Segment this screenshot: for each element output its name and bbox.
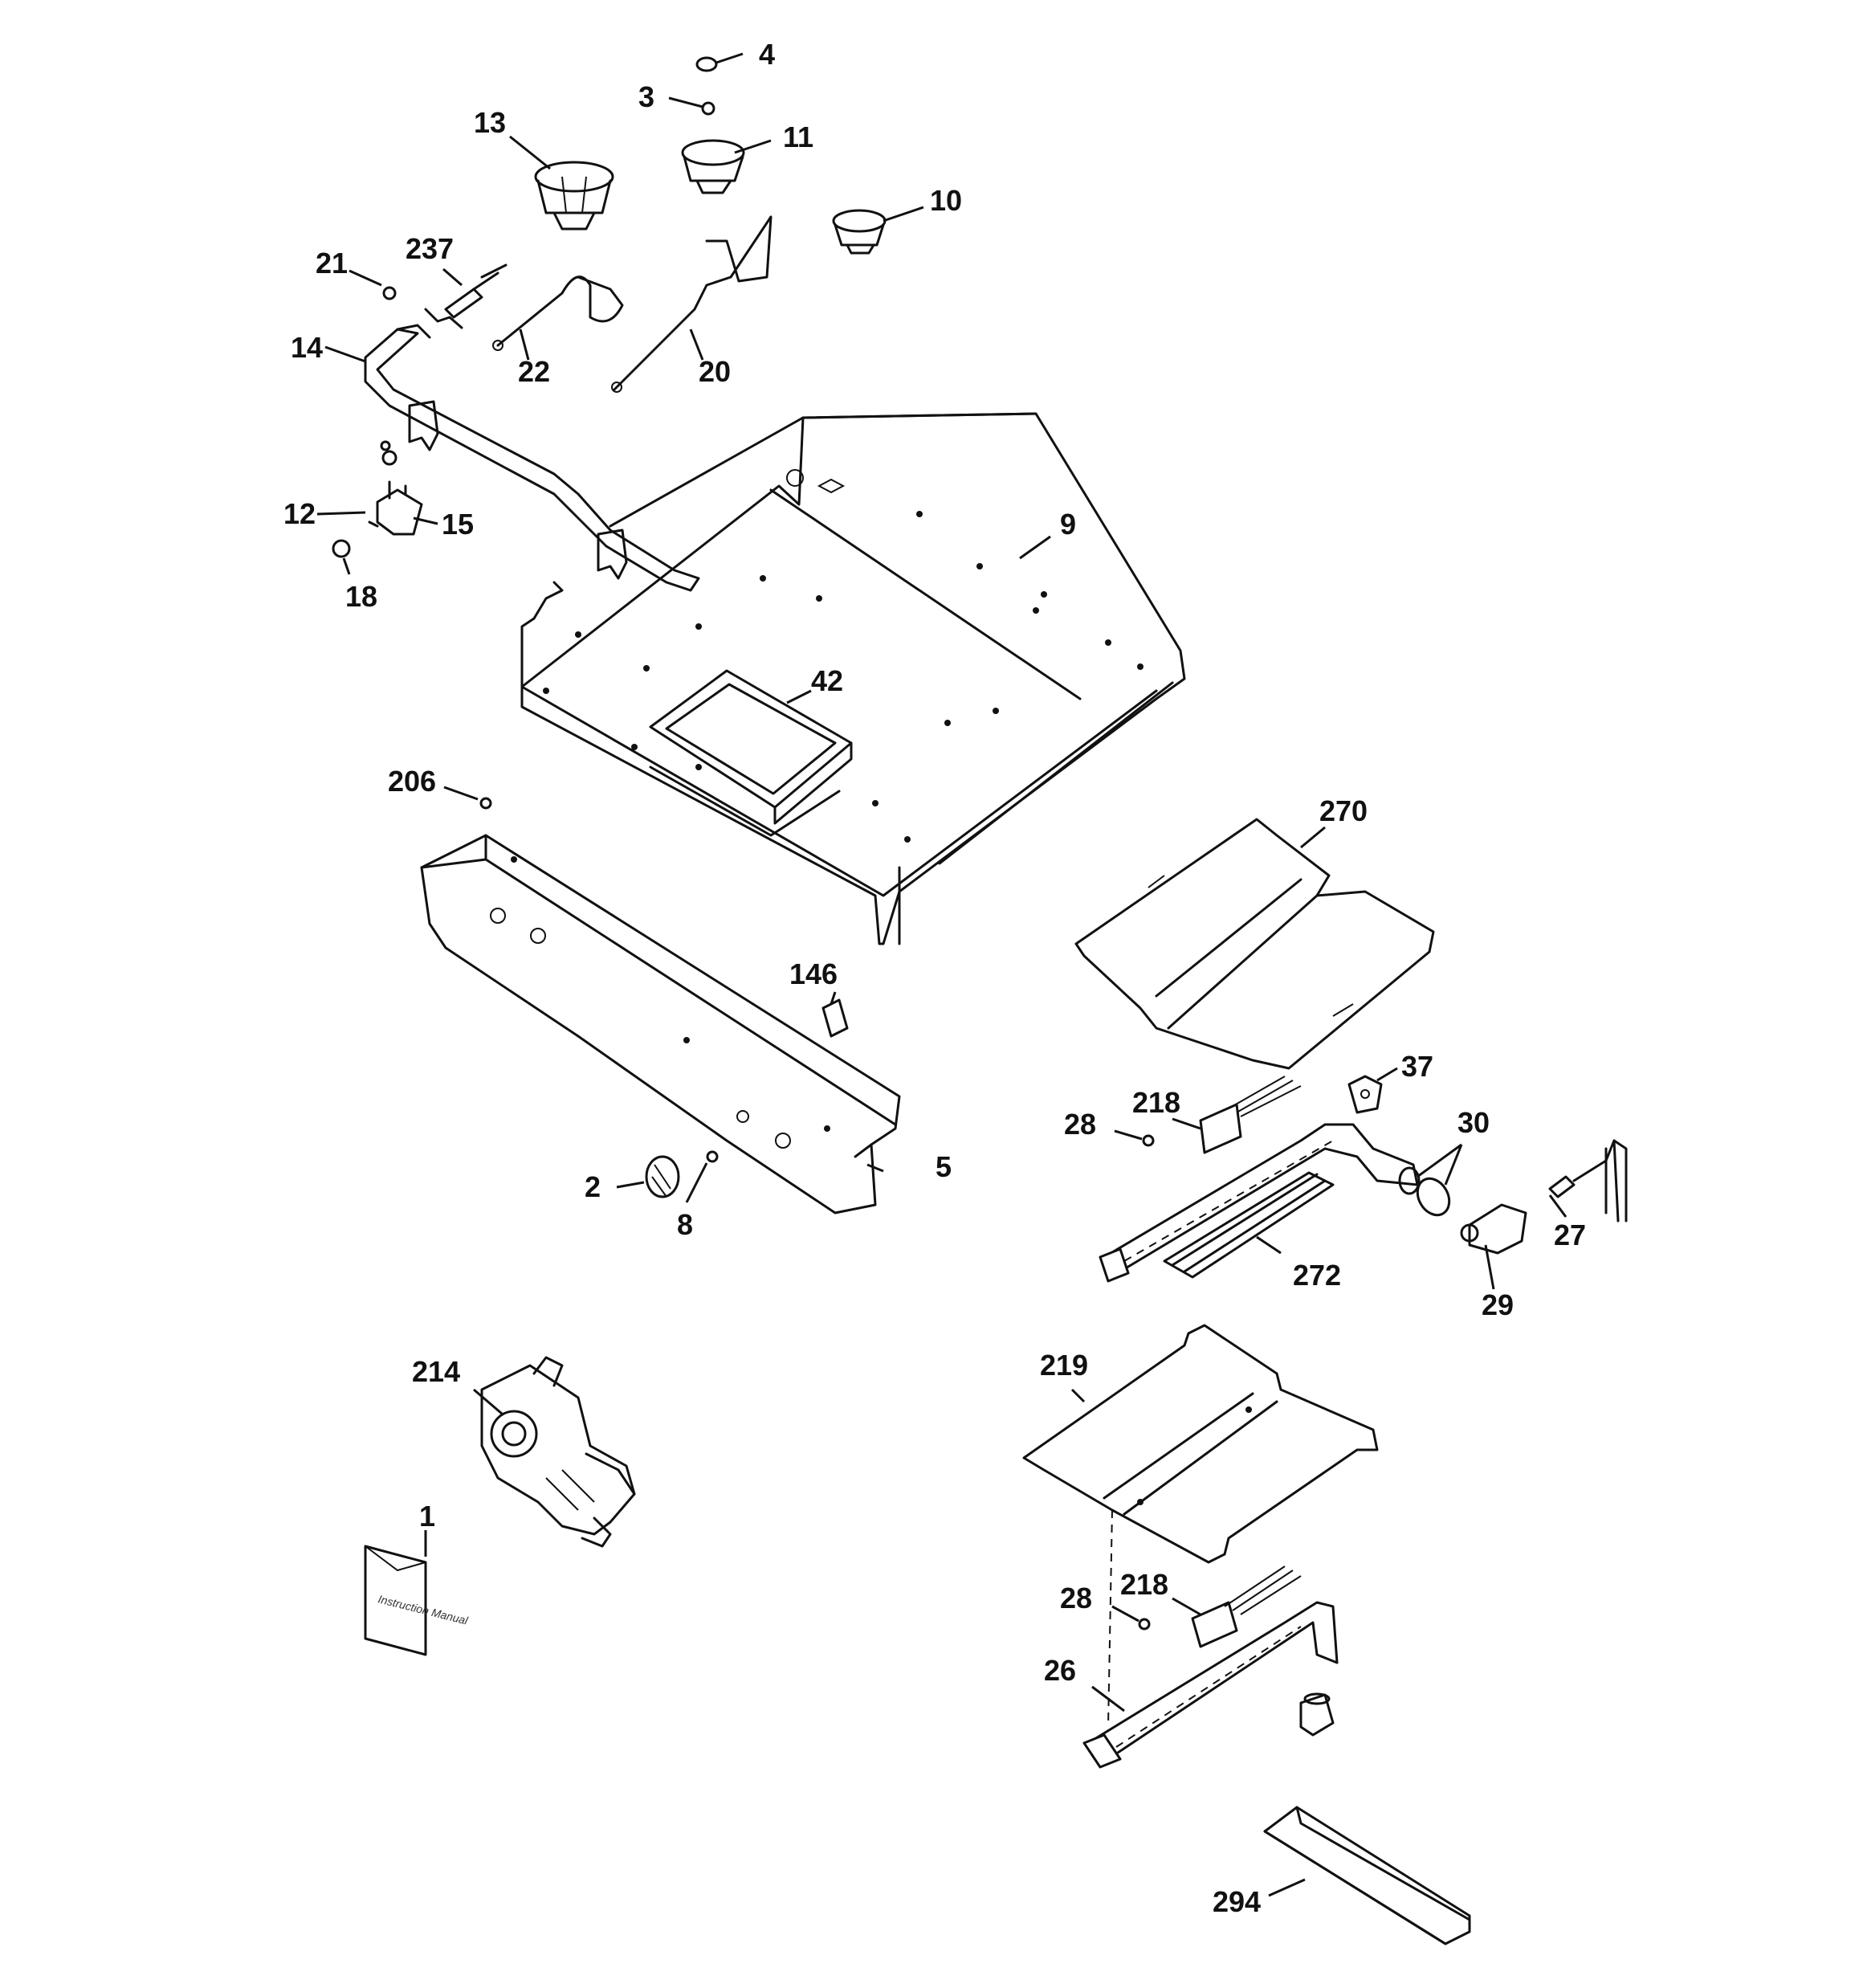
burner-head-10 [832,209,887,255]
pan-rivets [543,511,1143,843]
orifice-fitting-29 [1460,1203,1527,1255]
callout-237: 237 [406,232,454,265]
callout-14: 14 [291,331,323,364]
callout-18: 18 [345,580,377,613]
screw-21-part [382,286,397,300]
callout-214: 214 [412,1355,460,1388]
oven-baffle-219 [1022,1324,1379,1728]
callout-272: 272 [1293,1259,1341,1292]
callout-10: 10 [930,184,962,217]
callout-218-lower: 218 [1120,1568,1168,1601]
oven-valve-assembly-part [480,1356,636,1548]
nut-18-part [332,539,351,558]
leader-lines [316,52,1567,1897]
manifold-pipe-part [364,308,700,592]
burner-cap-4 [695,56,718,72]
screw-28-upper [1142,1134,1155,1147]
callout-27: 27 [1554,1219,1586,1251]
bake-burner-26 [1082,1601,1339,1769]
callout-15: 15 [442,508,474,541]
callout-29: 29 [1482,1288,1514,1321]
igniter-218-lower [1191,1565,1302,1648]
callout-4: 4 [759,38,775,71]
callout-20: 20 [699,355,731,388]
callout-37: 37 [1401,1050,1433,1083]
burner-baffle-270 [1074,818,1435,1070]
gas-tube-22 [492,276,624,351]
callout-22: 22 [518,355,550,388]
callout-146: 146 [789,957,838,990]
callout-8: 8 [677,1208,693,1241]
callout-270: 270 [1319,794,1368,827]
callout-28-upper: 28 [1064,1108,1096,1141]
badge-146-part [821,998,849,1038]
valve-bracket-part [368,440,423,536]
callout-1: 1 [419,1500,435,1533]
callout-218-upper: 218 [1132,1086,1180,1119]
screw-8-part [706,1150,719,1163]
callout-26: 26 [1044,1654,1076,1687]
callout-13: 13 [474,106,506,139]
callout-3: 3 [638,80,654,113]
burner-head-13 [534,161,614,231]
flame-spreader-272 [1163,1171,1335,1279]
angle-bracket-294 [1263,1806,1471,1945]
callout-labels: 4 3 11 13 10 21 237 14 22 20 9 12 15 18 … [283,38,1586,1918]
knob-2-part [645,1155,680,1198]
vent-box-part [649,669,853,837]
screw-28-lower [1138,1618,1151,1631]
bracket-37-part [1347,1075,1383,1114]
igniter-218-upper [1199,1076,1302,1154]
callout-206: 206 [388,765,436,798]
callout-294: 294 [1213,1885,1261,1918]
gas-elbow-27 [1548,1139,1628,1223]
callout-12: 12 [283,497,316,530]
air-shutter-30 [1398,1166,1451,1217]
screw-3 [701,101,715,116]
broil-burner-upper [1099,1123,1419,1283]
cooktop-pan-part [520,412,1186,945]
callout-30: 30 [1457,1106,1490,1139]
callout-219: 219 [1040,1349,1088,1382]
instruction-manual-part: Instruction Manual [364,1545,470,1656]
burner-head-11 [681,139,745,194]
callout-21: 21 [316,247,348,280]
callout-2: 2 [585,1170,601,1203]
gas-tube-20 [611,215,773,393]
control-panel-part [420,834,901,1214]
callout-28-lower: 28 [1060,1582,1092,1614]
orifice-fitting-part [444,263,508,319]
callout-9: 9 [1060,508,1076,541]
screw-206-part [479,797,492,810]
callout-42: 42 [811,664,843,697]
callout-5: 5 [936,1150,952,1183]
callout-11: 11 [783,120,813,153]
